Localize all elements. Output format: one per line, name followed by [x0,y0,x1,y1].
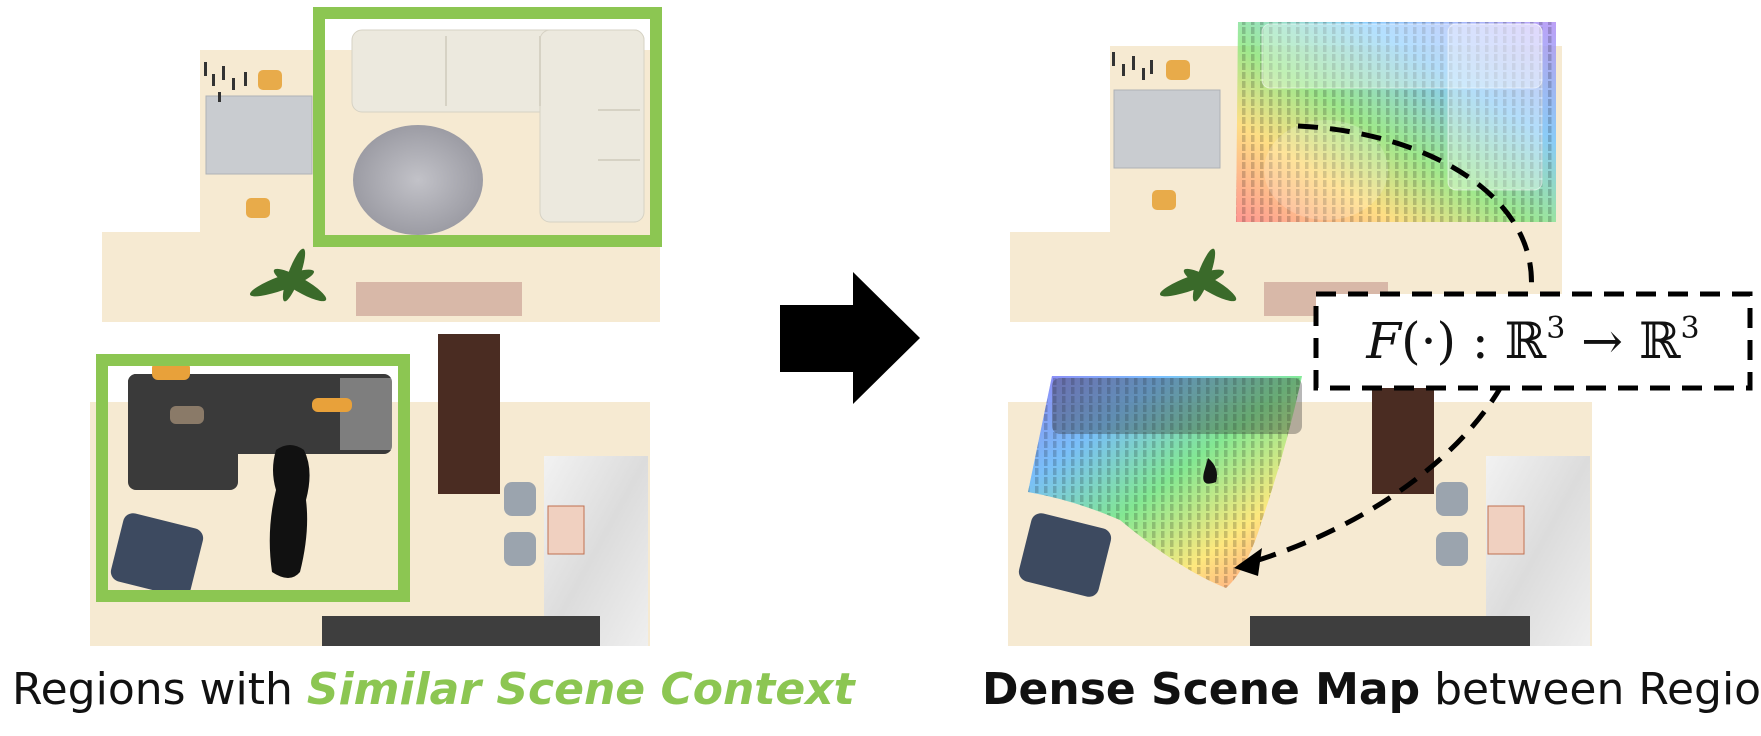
vase-flowers [204,62,247,102]
highlight-box [96,354,410,602]
formula-domain: ℝ [1505,312,1547,370]
caption-left-highlight: Similar Scene Context [306,664,855,715]
caption-right-text: between Regions [1434,664,1761,715]
bar-stool [1436,482,1468,566]
caption-left: Regions with Similar Scene Context [12,668,855,712]
tv-console [356,282,522,316]
dining-table [205,95,313,175]
formula-domain-exp: 3 [1546,311,1565,346]
tv-screen [1250,616,1530,646]
formula-codomain-exp: 3 [1681,311,1700,346]
chair [258,70,282,90]
sofa-ghost [1261,23,1543,191]
vase-flowers [1112,52,1153,80]
left-top-room [102,7,662,322]
bar-stool [504,482,536,566]
formula-arrow: → [1565,312,1639,370]
round-rug-ghost [1264,120,1388,220]
bookshelf [438,334,500,494]
dining-table [1113,89,1221,169]
highlight-box [313,7,662,247]
plant [1159,248,1237,302]
plate [1487,505,1525,555]
caption-left-text: Regions with [12,664,307,715]
armchair [1018,513,1112,597]
formula-codomain: ℝ [1639,312,1681,370]
plate [547,505,585,555]
arrow-right-icon [780,272,920,404]
caption-right-highlight: Dense Scene Map [982,664,1421,715]
plant [249,248,327,302]
caption-right: Dense Scene Map between Regions [982,668,1761,712]
chair [1166,60,1190,80]
tv-screen [322,616,600,646]
dense-map-dots [1028,376,1302,588]
round-rug [353,125,483,235]
chair [1152,190,1176,210]
dense-map-dots [1236,22,1556,222]
armchair [110,513,204,597]
formula: F(·) : ℝ3 → ℝ3 [1365,311,1699,370]
black-rug [1203,458,1217,484]
dark-sofa [128,362,392,490]
arrowhead-icon [1234,548,1262,576]
sofa-ghost [1052,378,1302,434]
left-bottom-room [90,334,650,646]
right-bottom-room [1008,334,1592,646]
sofa [351,29,645,223]
formula-colon: : [1456,312,1505,370]
formula-func: F [1365,312,1403,370]
chair [246,198,270,218]
formula-arg: (·) [1401,312,1456,370]
formula-box [1313,291,1753,391]
right-top-room [1010,22,1562,322]
black-rug [269,445,310,578]
